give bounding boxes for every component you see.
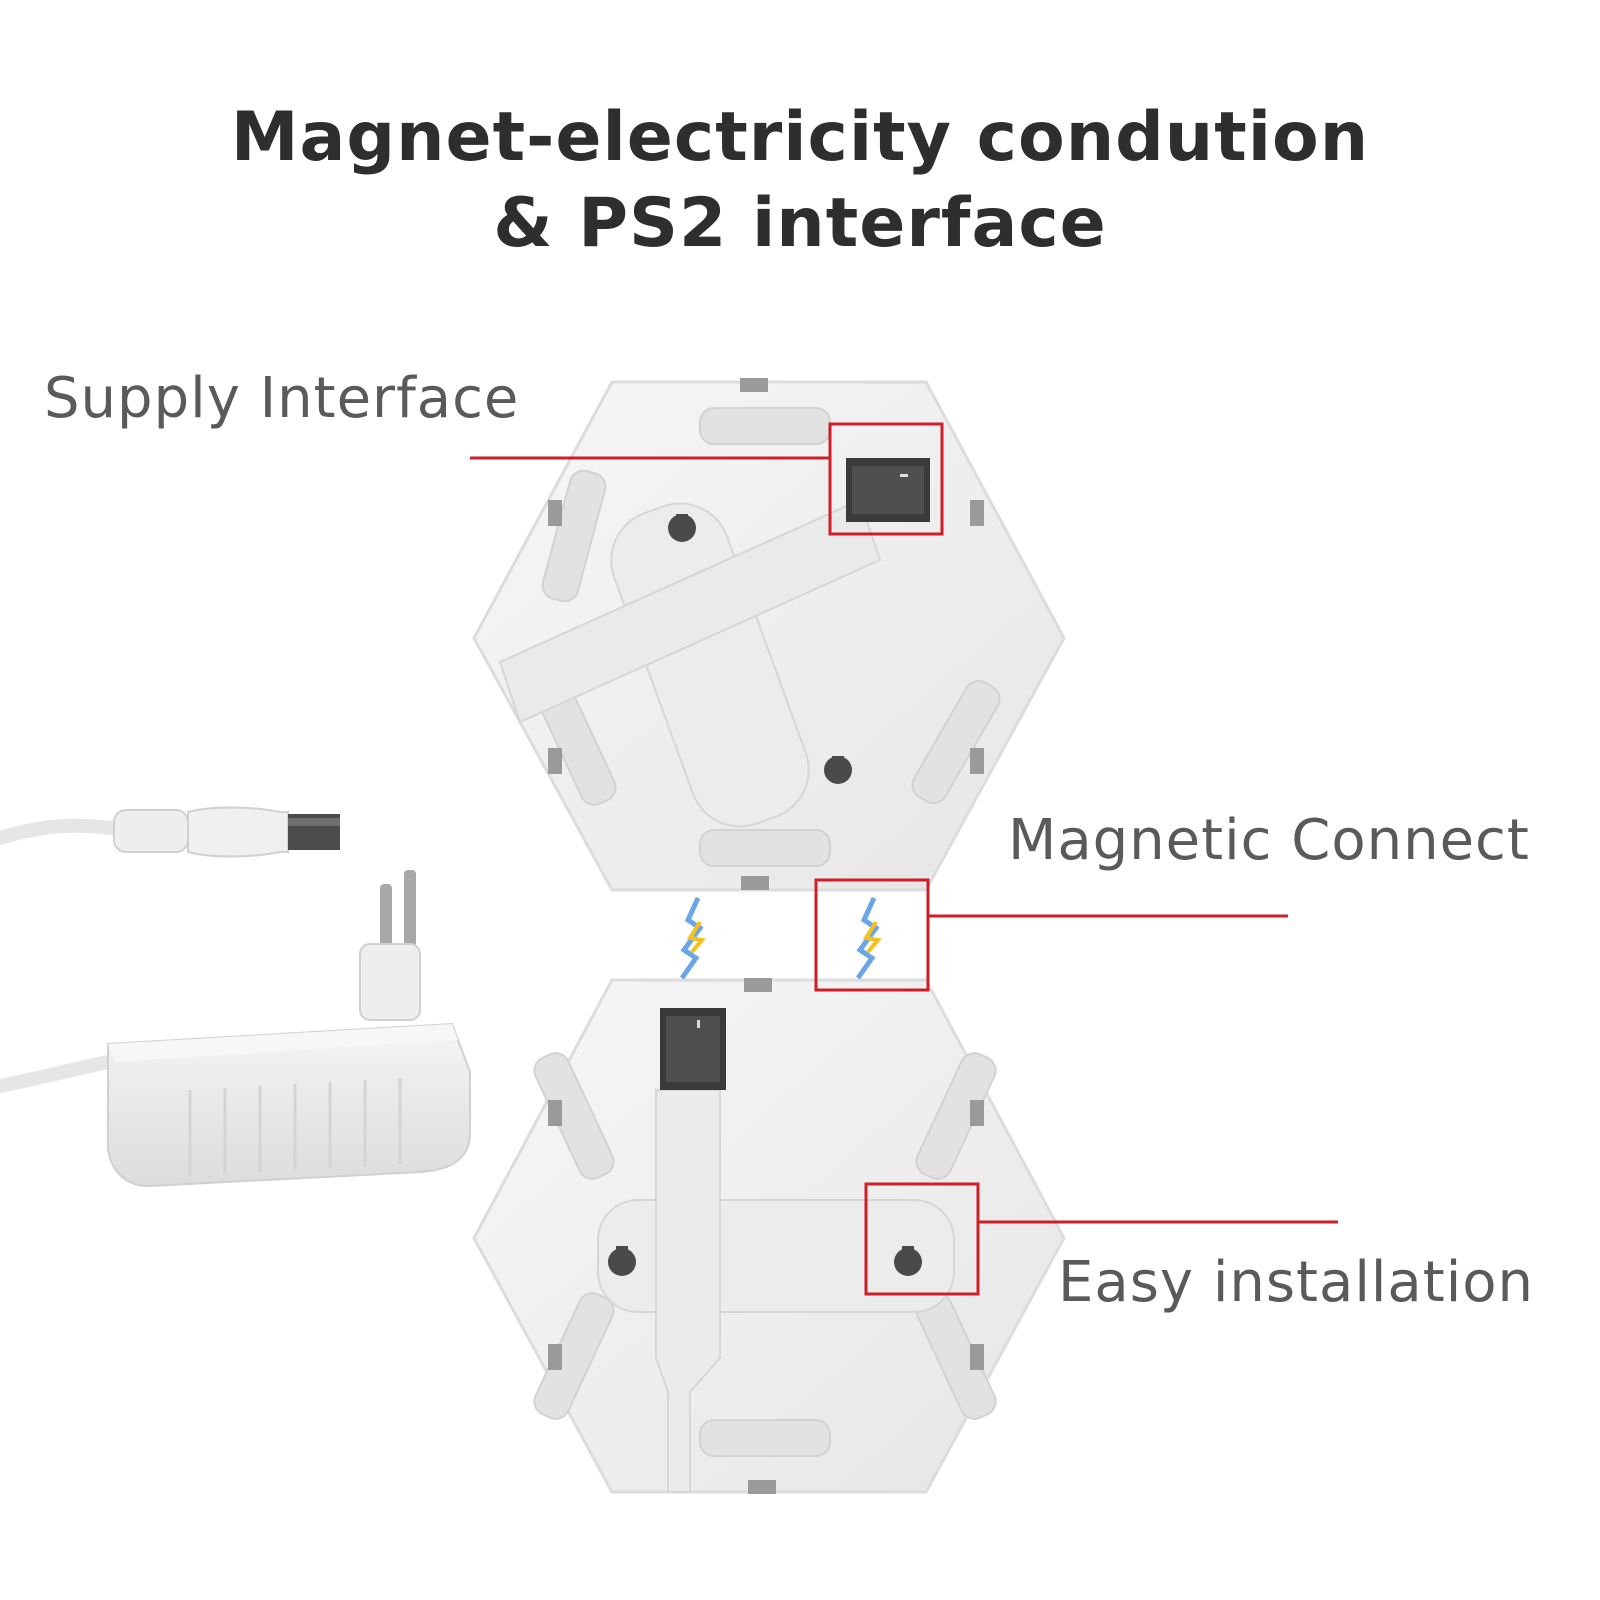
- callout-easy-installation: Easy installation: [1058, 1250, 1535, 1315]
- callout-supply-interface: Supply Interface: [44, 366, 520, 431]
- bottom-hexagon-panel: [472, 978, 1066, 1494]
- callout-magnetic-connect: Magnetic Connect: [1008, 808, 1530, 873]
- dc-plug-icon: [0, 806, 340, 858]
- lightning-icon: [679, 896, 882, 980]
- title-line-1: Magnet-electricity condution: [230, 98, 1370, 177]
- callout-lines: [470, 422, 1338, 1296]
- supply-interface-port: [846, 458, 930, 522]
- power-adapter-icon: [0, 870, 471, 1188]
- top-hexagon-panel: [472, 378, 1066, 892]
- bottom-supply-port: [660, 1008, 726, 1090]
- title-line-2: & PS2 interface: [493, 184, 1107, 263]
- page-title: Magnet-electricity condution & PS2 inter…: [0, 95, 1600, 267]
